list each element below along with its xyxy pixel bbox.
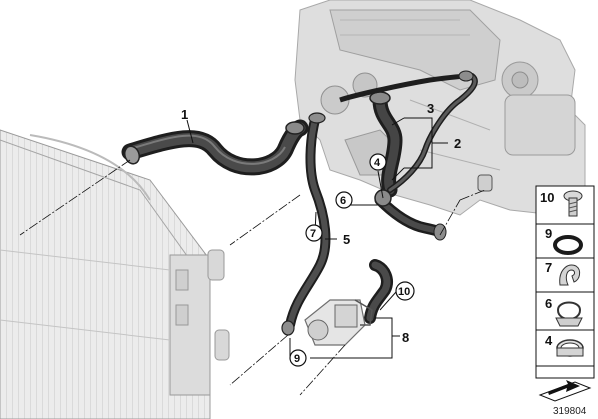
leader-lines	[19, 159, 486, 396]
svg-text:10: 10	[398, 286, 410, 298]
svg-text:9: 9	[294, 353, 300, 365]
callout-2: 2	[454, 136, 461, 151]
callout-5: 5	[343, 232, 350, 247]
hose-1[interactable]	[121, 119, 309, 176]
callout-1: 1	[181, 107, 188, 122]
legend-number-9: 9	[545, 226, 552, 241]
hose-3[interactable]	[369, 91, 403, 198]
legend-number-10: 10	[540, 190, 554, 205]
callout-lines	[186, 117, 448, 359]
legend-number-7: 7	[545, 260, 552, 275]
legend-number-6: 6	[545, 296, 552, 311]
svg-text:7: 7	[310, 228, 316, 240]
radiator	[0, 129, 230, 419]
hose-8[interactable]	[364, 259, 393, 324]
legend-number-4: 4	[545, 333, 553, 348]
circled-callout-4: 4	[369, 153, 387, 171]
callout-3: 3	[427, 101, 434, 116]
clamp-icon	[555, 301, 583, 327]
engine-block	[294, 0, 586, 216]
circled-callout-10: 10	[395, 281, 415, 301]
direction-arrow-icon	[538, 380, 592, 402]
svg-text:6: 6	[340, 195, 346, 207]
legend-panel: 10 9 7 6 4	[535, 185, 595, 402]
electric-water-pump[interactable]	[304, 299, 373, 346]
circled-callout-6: 6	[335, 191, 353, 209]
hose-5[interactable]	[281, 112, 331, 336]
connector-right	[477, 174, 493, 192]
clip-icon	[559, 264, 581, 286]
hose-2[interactable]	[339, 70, 478, 193]
svg-text:4: 4	[374, 157, 381, 169]
circled-callout-9: 9	[289, 349, 307, 367]
o-ring-icon	[553, 235, 583, 255]
bolt-icon	[563, 190, 583, 217]
callout-8: 8	[402, 330, 409, 345]
diagram-number: 319804	[553, 406, 587, 417]
hose-clamp-icon	[556, 339, 584, 357]
circled-callout-7: 7	[305, 224, 323, 242]
